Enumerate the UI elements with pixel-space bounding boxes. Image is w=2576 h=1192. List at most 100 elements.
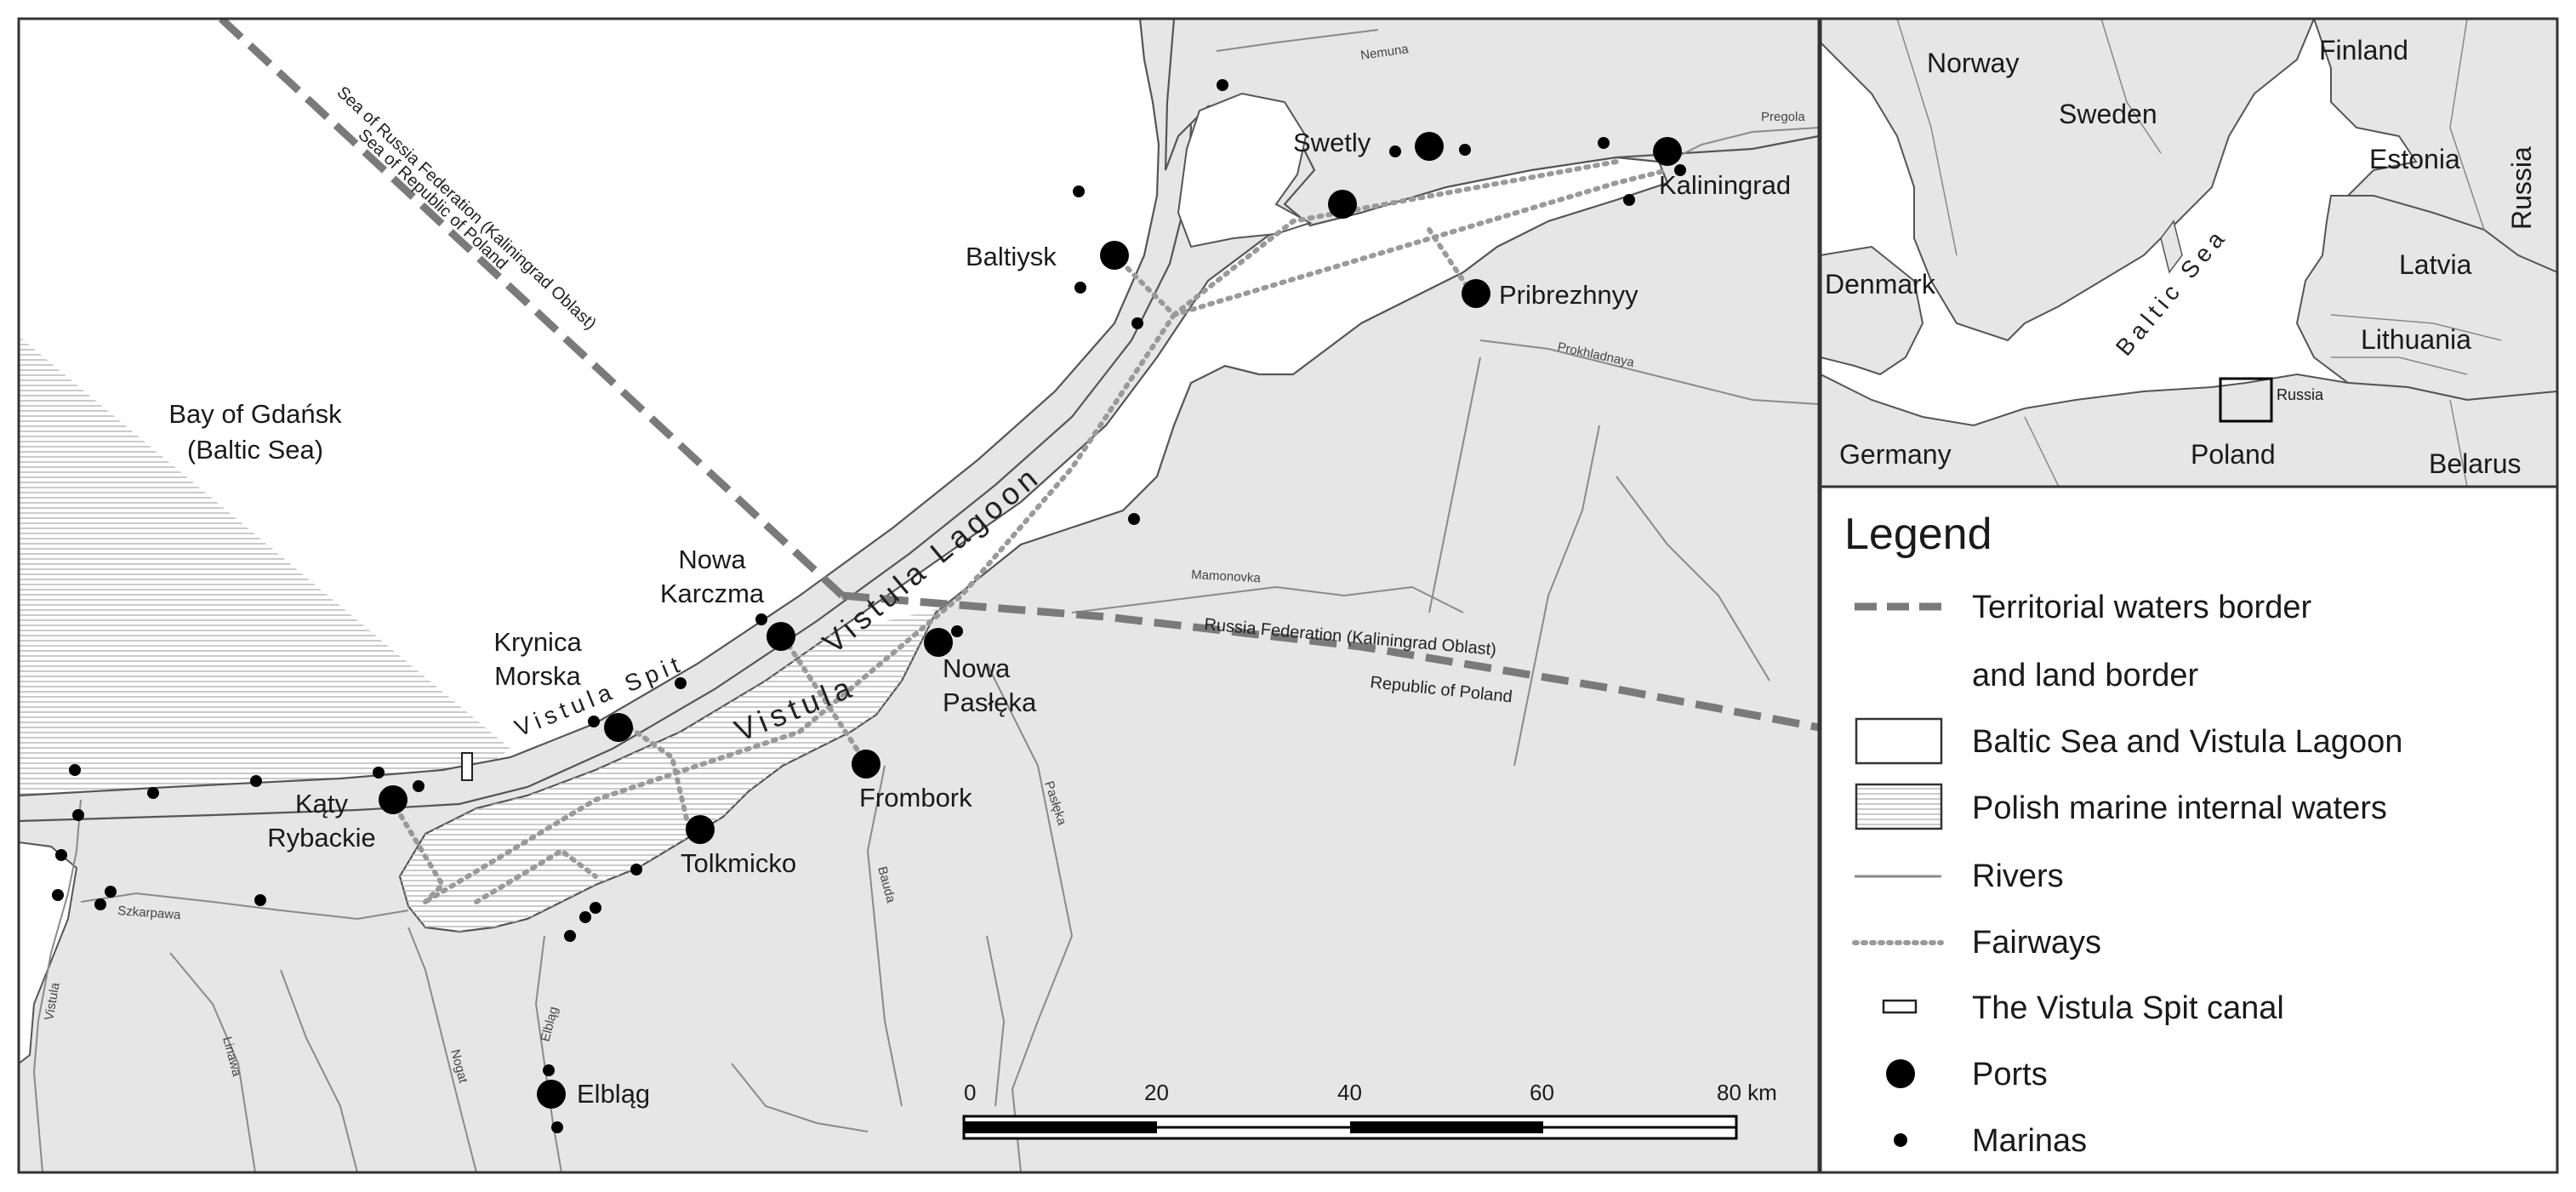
label-frombork: Frombork [859,783,972,813]
port-katy-rybackie [379,785,407,814]
scale-tick-0: 0 [964,1080,976,1105]
port-swetly-2 [1328,190,1357,219]
label-krynica-2: Morska [494,661,581,691]
vistula-spit-canal [461,752,473,781]
inset-gotland [2160,220,2183,274]
inset-russia: Russia [2506,146,2537,230]
river-branch-3 [1616,476,1770,682]
label-nowa-karczma-1: Nowa [678,545,746,574]
inset-finland: Finland [2319,35,2408,66]
inset-study-area-box [2219,377,2273,423]
label-krynica-1: Krynica [493,627,582,657]
legend-title: Legend [1844,510,1992,559]
legend-label-marinas: Marinas [1972,1123,2087,1159]
polish-internal-waters-bay [19,336,510,796]
scale-tick-20: 20 [1144,1080,1169,1105]
inset-denmark-label: Denmark [1825,269,1936,299]
ports [379,132,1682,1109]
legend-label-canal: The Vistula Spit canal [1972,990,2284,1026]
inset-latvia: Latvia [2399,249,2472,280]
main-map: Bay of Gdańsk (Baltic Sea) Vistula Spit … [19,19,1819,1172]
inset-russia-small: Russia [2277,386,2324,403]
port-krynica-morska [604,713,633,742]
nogat-river [407,927,477,1172]
szkarpawa-river [80,892,409,921]
label-kaliningrad: Kaliningrad [1659,170,1791,200]
scale-tick-80: 80 km [1717,1080,1777,1105]
inset-map: Norway Sweden Finland Estonia Russia Lat… [1821,19,2557,487]
rivers [32,29,1819,1172]
label-nowa-pasleka-2: Pasłęka [943,687,1037,717]
inset-belarus: Belarus [2429,448,2522,479]
elblag-river [534,935,562,1172]
main-map-frame [17,17,1821,1174]
port-frombork [852,750,881,779]
fairways [389,159,1670,904]
legend-label-rivers: Rivers [1972,858,2064,894]
river-branch-5 [731,1063,869,1132]
port-elblag [537,1080,566,1109]
inset-sweden: Sweden [2059,99,2157,129]
mamonovka-river [1071,585,1464,613]
label-pribrezhnyy: Pribrezhnyy [1499,280,1638,310]
port-tolkmicko [686,815,715,844]
inset-denmark [1821,245,1924,376]
label-nowa-karczma-2: Karczma [660,579,765,608]
legend-label-sea: Baltic Sea and Vistula Lagoon [1972,724,2402,760]
prokhladnaya-river [1479,339,1819,405]
inset-borders [1896,19,2502,487]
label-tolkmicko: Tolkmicko [681,848,796,878]
scale-tick-40: 40 [1337,1080,1362,1105]
legend-symbol-canal [1882,999,1918,1014]
vistula-river [32,799,82,1172]
inner-bay [1177,92,1313,248]
port-swetly [1415,132,1444,161]
legend: Legend Territorial waters border and lan… [1819,485,2559,1174]
port-baltiysk [1100,241,1129,270]
sea-label-line1: Bay of Gdańsk [168,399,342,429]
label-baltiysk: Baltiysk [966,242,1057,271]
legend-symbol-ports [1886,1059,1915,1088]
port-kaliningrad [1653,137,1682,166]
inset-norway: Norway [1927,48,2019,78]
linawa-river [280,969,358,1172]
river-branch-1 [1428,356,1481,613]
river-label-pregola: Pregola [1761,110,1805,124]
river-branch-6 [169,952,256,1172]
bauda-river [866,765,903,1107]
river-branch-4 [986,935,1006,1107]
river-branch-2 [1513,425,1600,767]
inset-estonia: Estonia [2369,144,2460,174]
pregola-river [1667,127,1819,163]
port-nowa-karczma [767,622,795,651]
river-label-szkarpawa: Szkarpawa [117,904,182,922]
label-swetly: Swetly [1293,128,1371,157]
scale-bar: 0 20 40 60 80 km [962,1080,1777,1140]
legend-label-ports: Ports [1972,1057,2048,1092]
sambia-peninsula [1164,19,1819,227]
legend-label-fairways: Fairways [1972,925,2101,961]
legend-symbol-marinas [1894,1133,1907,1147]
vistula-spit [19,19,1193,823]
river-label-mamonovka: Mamonovka [1191,567,1262,585]
inset-scandinavia [1821,19,2316,342]
inset-germany: Germany [1839,439,1952,470]
legend-symbol-internal-waters [1855,783,1943,830]
marinas [52,79,1686,1133]
inset-poland: Poland [2191,439,2276,470]
legend-label-border-2: and land border [1972,658,2199,693]
port-pribrezhnyy [1462,279,1490,308]
inset-central-europe [1821,373,2557,487]
port-nowa-pasleka [924,628,953,657]
legend-symbol-sea [1855,717,1943,765]
inset-lithuania: Lithuania [2361,324,2471,355]
legend-label-border: Territorial waters border [1972,590,2311,625]
sea-label-line2: (Baltic Sea) [187,435,323,465]
label-katy-1: Kąty [295,789,349,818]
label-nowa-pasleka-1: Nowa [943,653,1011,683]
legend-label-internal-waters: Polish marine internal waters [1972,790,2387,826]
nemunas-river [1216,29,1379,52]
label-elblag: Elbląg [577,1079,650,1109]
